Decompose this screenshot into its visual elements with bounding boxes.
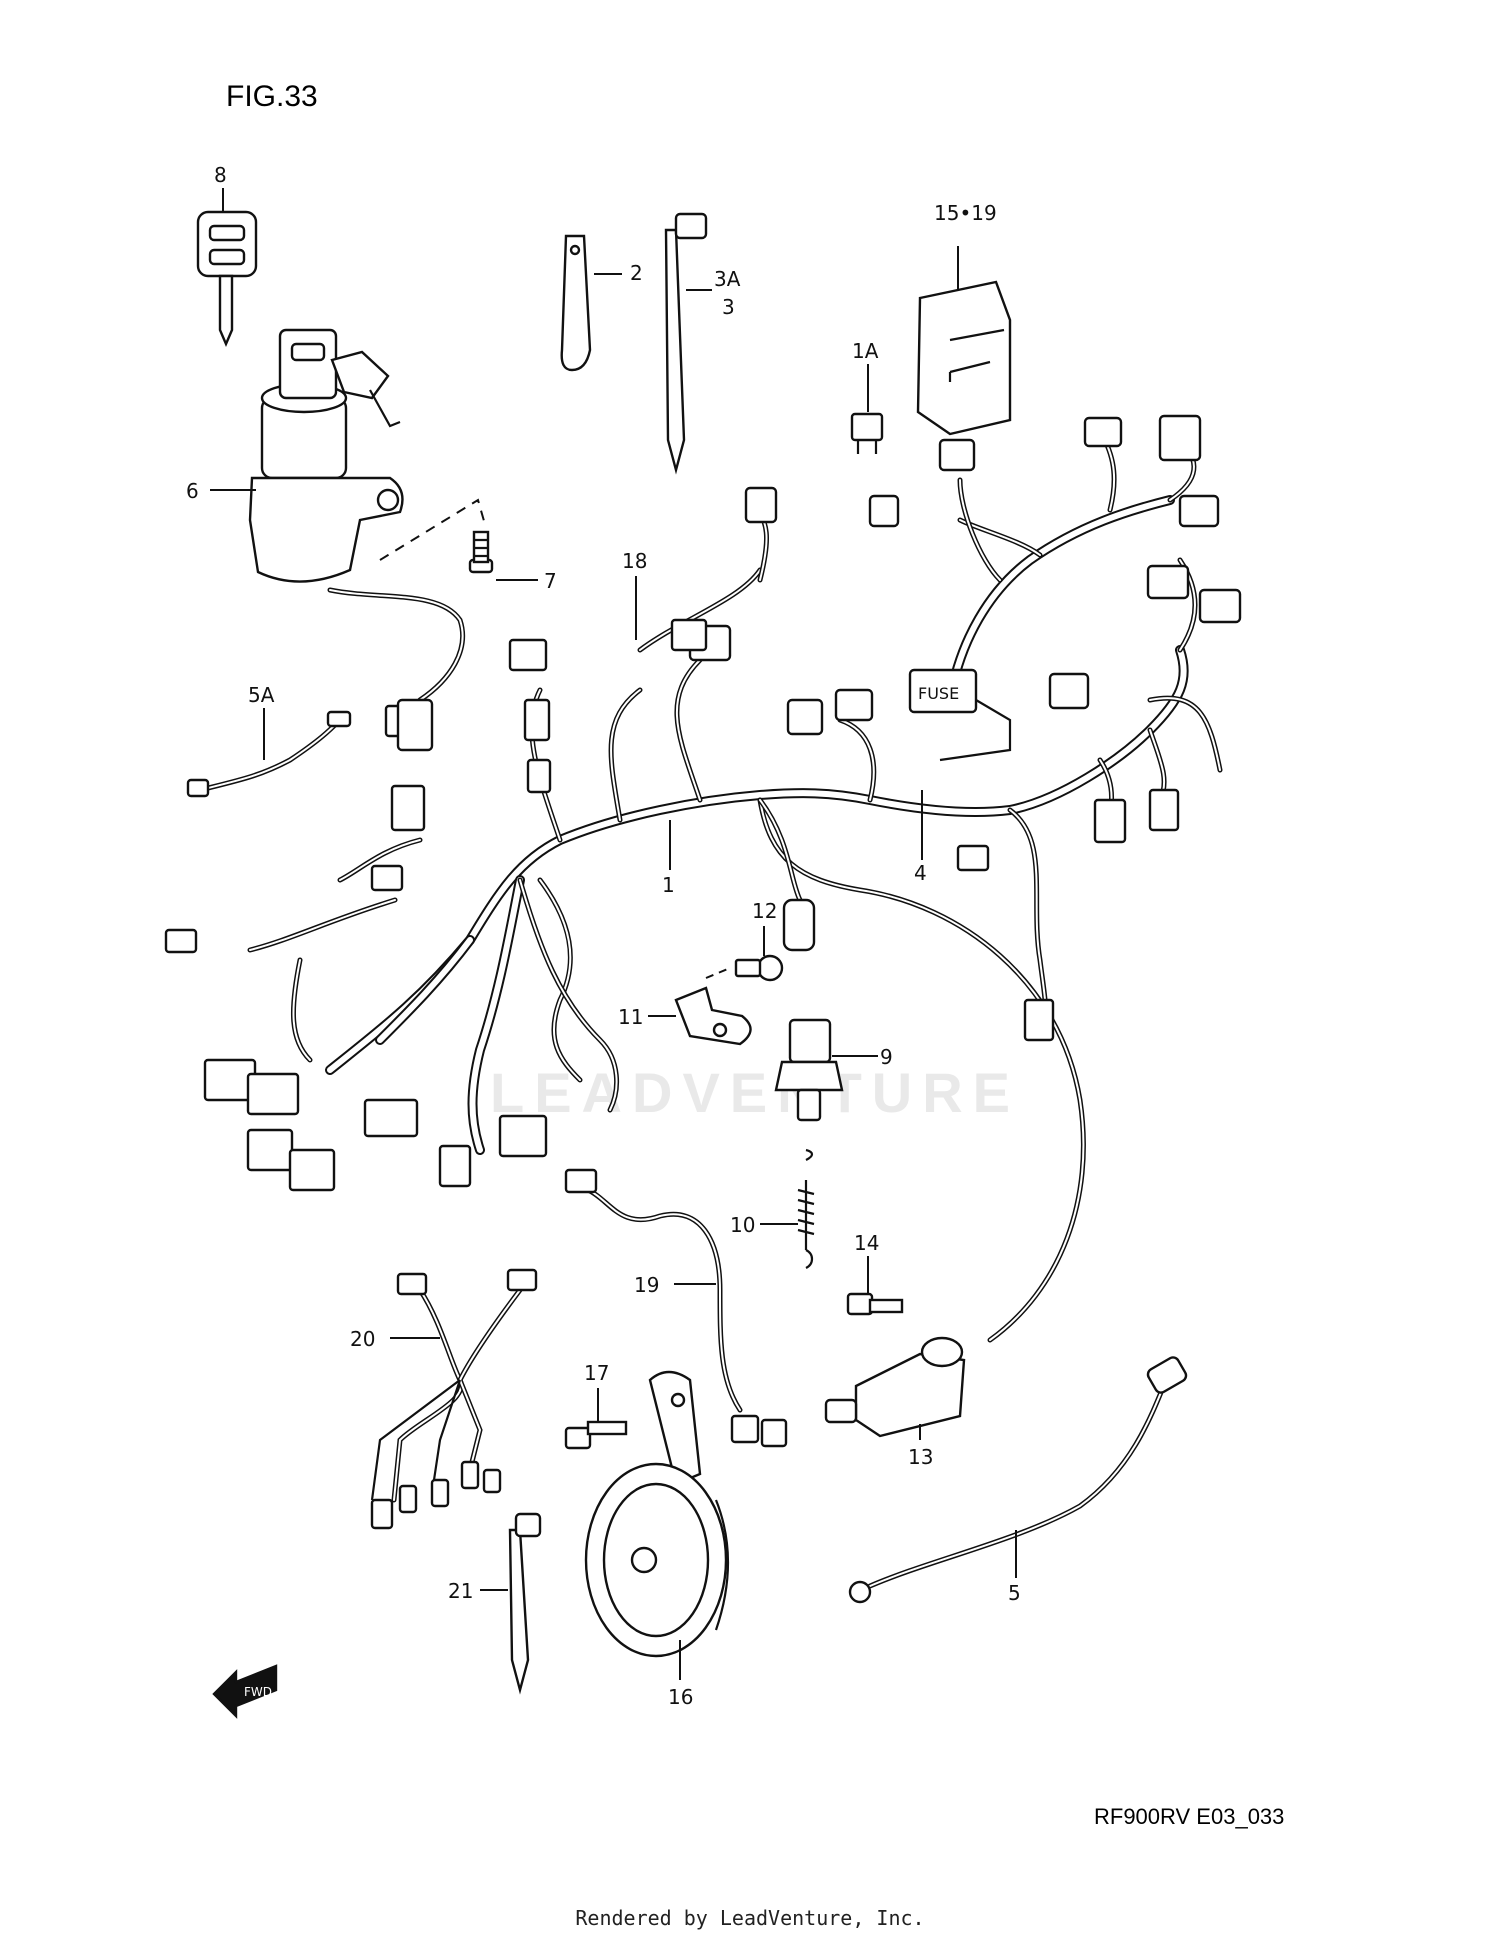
spring-10	[797, 1148, 815, 1269]
callout-3A: 3A	[714, 267, 741, 291]
callout-10: 10	[730, 1213, 755, 1237]
callout-labels: 8 6 7 2 3A 3 15•19 1A 18 5A 1 4 12 11 9 …	[186, 163, 1021, 1709]
callout-3: 3	[722, 295, 735, 319]
main-wiring-harness	[325, 495, 1189, 1343]
callout-9: 9	[880, 1045, 893, 1069]
spare-key	[196, 210, 258, 348]
relay-module	[916, 280, 1012, 436]
fuse-1A	[850, 412, 884, 454]
ground-wire-5	[848, 1356, 1188, 1604]
figure-title: FIG.33	[226, 80, 318, 113]
connector-blocks	[164, 414, 1242, 1192]
bracket-11	[674, 986, 752, 1046]
horn-16	[584, 1370, 730, 1658]
callout-20: 20	[350, 1327, 375, 1351]
callout-16: 16	[668, 1685, 693, 1709]
fwd-label: FWD	[244, 1685, 272, 1699]
footer-credit: Rendered by LeadVenture, Inc.	[575, 1906, 925, 1930]
callout-13: 13	[908, 1445, 933, 1469]
lead-wire-5A	[186, 710, 352, 798]
callout-17: 17	[584, 1361, 609, 1385]
callout-21: 21	[448, 1579, 473, 1603]
callout-5A: 5A	[248, 683, 275, 707]
callout-4: 4	[914, 861, 927, 885]
callout-5: 5	[1008, 1581, 1021, 1605]
callout-2: 2	[630, 261, 643, 285]
cable-tie	[664, 212, 708, 475]
callout-12: 12	[752, 899, 777, 923]
callout-18: 18	[622, 549, 647, 573]
bolt-17	[564, 1420, 628, 1450]
fuse-label: FUSE	[918, 684, 959, 703]
callout-1A: 1A	[852, 339, 879, 363]
bolt-14	[846, 1292, 904, 1316]
callout-11: 11	[618, 1005, 643, 1029]
leader-lines	[210, 188, 1017, 1680]
callout-1: 1	[662, 873, 675, 897]
callout-14: 14	[854, 1231, 879, 1255]
brake-switch-13	[824, 1336, 966, 1438]
callout-7: 7	[544, 569, 557, 593]
sub-harness-20	[370, 1268, 538, 1530]
callout-8: 8	[214, 163, 227, 187]
fwd-arrow-icon: FWD	[212, 1664, 278, 1719]
callout-19: 19	[634, 1273, 659, 1297]
fuse-box: FUSE	[908, 668, 1012, 762]
horn-lead-19	[564, 1168, 788, 1448]
bolt-7	[379, 498, 494, 574]
callout-15-19: 15•19	[934, 201, 997, 225]
switch-9	[774, 1018, 844, 1122]
screw-12	[705, 954, 784, 982]
cable-tie-21	[508, 1512, 542, 1695]
watermark: LEADVENTURE	[490, 1061, 1021, 1124]
drawing-code: RF900RV E03_033	[1094, 1804, 1285, 1829]
callout-6: 6	[186, 479, 199, 503]
harness-clamp	[560, 234, 592, 372]
ignition-switch	[248, 328, 466, 752]
